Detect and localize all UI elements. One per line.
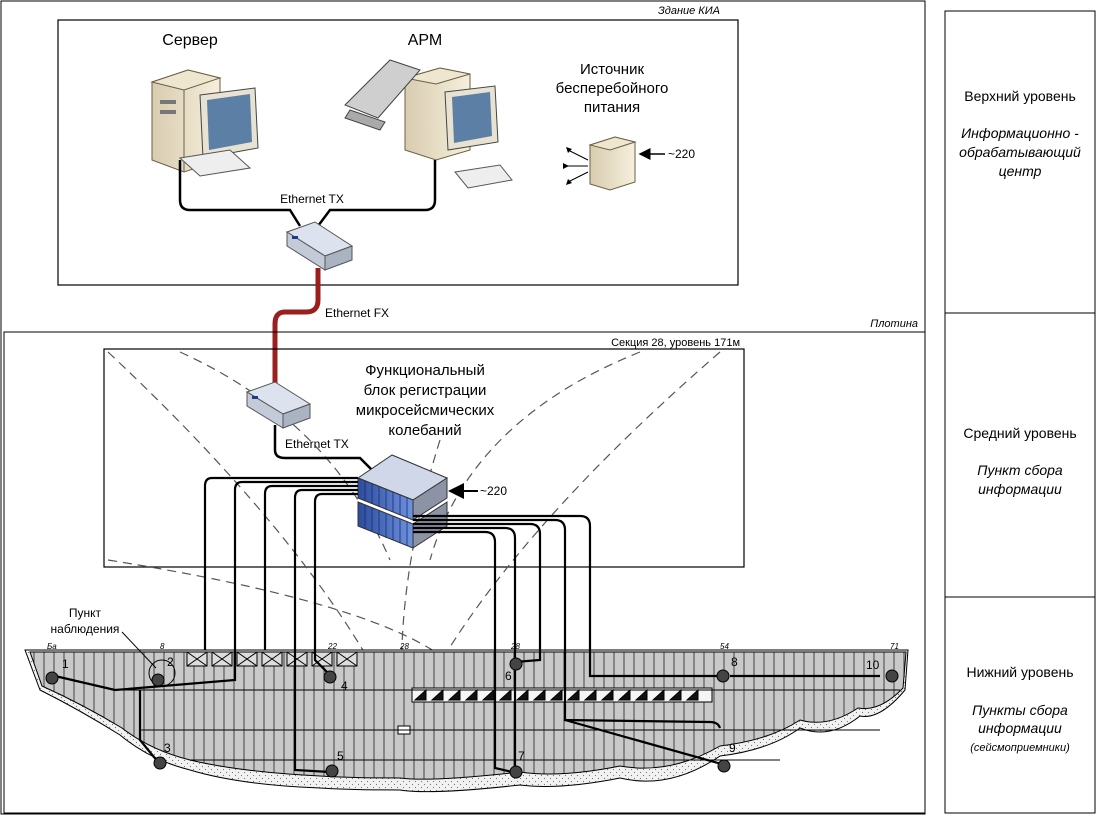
- section-number-4: 28: [399, 642, 409, 651]
- block-cable: [273, 425, 373, 471]
- sensor-8-label: 8: [731, 655, 738, 669]
- ups-label-line1: Источник: [580, 61, 644, 78]
- ups-label-line3: питания: [584, 99, 640, 116]
- dam-label: Плотина: [870, 318, 918, 330]
- sensor-cables: [54, 476, 880, 774]
- server-cable: [178, 160, 302, 227]
- arm-label: АРМ: [408, 32, 443, 49]
- block-label-line2: блок регистрации: [364, 382, 487, 399]
- sensor-2-label: 2: [167, 655, 174, 669]
- section-number-6: 54: [720, 642, 729, 651]
- section-number-1: Ба: [47, 642, 57, 651]
- section-number-2: 8: [160, 642, 165, 651]
- sensor-icons: [45, 657, 899, 779]
- gallery-row-middle: [411, 687, 713, 703]
- level-3-desc-1: Пункты сбора: [972, 702, 1068, 718]
- fiber-cable: [272, 268, 321, 385]
- ups-icon: [563, 136, 637, 191]
- observation-label-line1: Пункт: [69, 606, 102, 620]
- gallery-row-top: [186, 651, 358, 667]
- sensor-9-label: 9: [729, 741, 736, 755]
- server-label: Сервер: [162, 32, 218, 49]
- block-link-label: Ethernet TX: [285, 437, 349, 451]
- switch-link-label: Ethernet TX: [280, 192, 344, 206]
- sensor-3-label: 3: [164, 741, 171, 755]
- observation-label-line2: наблюдения: [51, 622, 120, 636]
- fiber-label: Ethernet FX: [325, 306, 389, 320]
- section-number-7: 71: [890, 642, 899, 651]
- dam-frame: [3, 331, 926, 814]
- sensor-7-label: 7: [518, 749, 525, 763]
- sensor-6-label: 6: [505, 669, 512, 683]
- observation-circle: [148, 659, 176, 687]
- building-frame-label: Здание КИА: [658, 5, 720, 17]
- section-box: [103, 348, 745, 568]
- sensor-4-label: 4: [341, 679, 348, 693]
- sensor-5-label: 5: [337, 749, 344, 763]
- ups-label-line2: бесперебойного: [556, 80, 669, 97]
- level-3-note: (сейсмоприемники): [970, 742, 1070, 754]
- level-2-desc-2: информации: [978, 481, 1062, 497]
- block-label-line1: Функциональный: [365, 362, 485, 379]
- level-1-desc-3: центр: [999, 163, 1042, 179]
- dam-verticals: [120, 689, 900, 761]
- observation-pointer: [121, 631, 157, 669]
- section-label: Секция 28, уровень 171м: [611, 337, 740, 349]
- block-label-line4: колебаний: [388, 422, 461, 439]
- level-1-desc-2: обрабатывающий: [959, 144, 1081, 160]
- level-2-title: Средний уровень: [963, 425, 1076, 441]
- arm-cable: [317, 160, 437, 227]
- section-number-3: 22: [327, 642, 337, 651]
- block-switch-icon: [245, 381, 312, 429]
- sensor-10-label: 10: [866, 658, 880, 672]
- level-3-title: Нижний уровень: [966, 664, 1073, 680]
- level-1-title: Верхний уровень: [964, 88, 1076, 104]
- level-1-desc-1: Информационно -: [961, 125, 1079, 141]
- block-label-line3: микросейсмических: [356, 402, 495, 419]
- ethernet-switch-icon: [285, 221, 354, 271]
- rack-power-label: ~220: [480, 484, 507, 498]
- level-3-desc-2: информации: [978, 720, 1062, 736]
- levels-column: [944, 10, 1096, 814]
- recorder-rack-icon: [356, 454, 449, 549]
- building-box: [57, 19, 739, 286]
- level-2-desc-1: Пункт сбора: [977, 462, 1063, 478]
- workstation-icon: [344, 59, 513, 189]
- server-icon: [150, 69, 259, 177]
- ups-power-label: ~220: [668, 147, 695, 161]
- section-number-5: 28: [510, 642, 520, 651]
- sensor-1-label: 1: [62, 657, 69, 671]
